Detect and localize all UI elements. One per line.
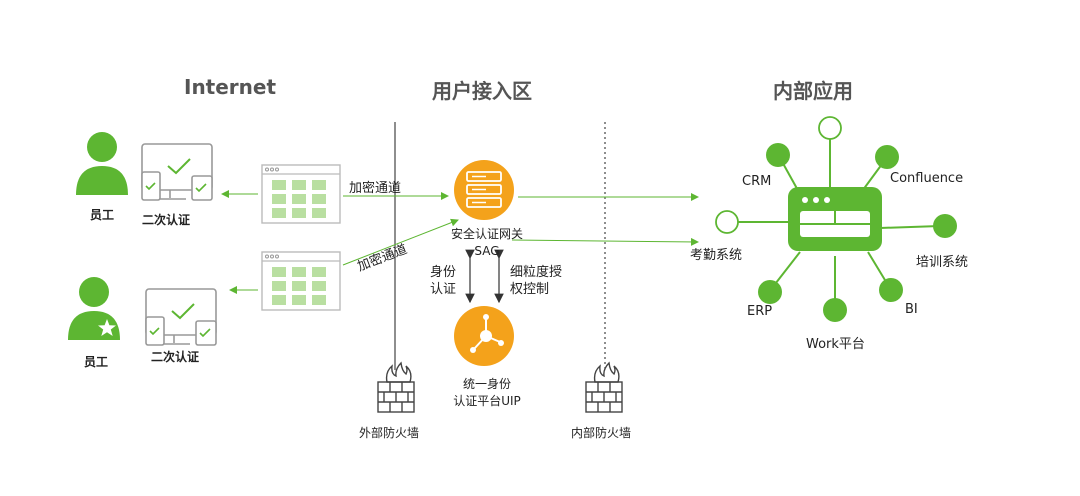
app-label-erp: ERP — [747, 304, 773, 319]
browser-window-icon — [261, 251, 341, 311]
devices-icon — [145, 288, 217, 346]
fine-grained-auth-label: 细粒度授 权控制 — [510, 264, 562, 298]
app-node-training — [933, 214, 957, 238]
encrypted-channel-2 — [342, 218, 459, 266]
app-node-erp — [758, 280, 782, 304]
app-node-confluence — [875, 145, 899, 169]
app-server-icon — [788, 187, 882, 251]
app-node-top — [818, 116, 842, 140]
app-node-attendance — [715, 210, 739, 234]
sag-code: SAG — [474, 244, 500, 258]
internal-apps-heading: 内部应用 — [773, 79, 853, 103]
user-star-icon — [68, 277, 120, 340]
app-label-crm: CRM — [742, 174, 772, 189]
sag-label: 安全认证网关 SAG — [444, 226, 530, 260]
user-auth-label: 二次认证 — [142, 213, 191, 227]
encrypted-channel-label: 加密通道 — [349, 181, 402, 196]
identity-platform-icon — [454, 306, 514, 366]
inner-firewall-label: 内部防火墙 — [571, 426, 632, 440]
fine-grained-line2: 权控制 — [510, 282, 550, 297]
identity-auth-line1: 身份 — [430, 265, 457, 280]
app-label-bi: BI — [905, 302, 918, 317]
fine-grained-line1: 细粒度授 — [510, 265, 563, 280]
app-node-bi — [879, 278, 903, 302]
devices-icon — [141, 143, 213, 201]
firewall-icon — [585, 361, 623, 413]
firewall-icon — [377, 361, 415, 413]
user-icon — [76, 132, 128, 195]
identity-auth-line2: 认证 — [430, 282, 457, 297]
uip-line2: 认证平台UIP — [453, 394, 521, 408]
app-node-work — [823, 298, 847, 322]
outer-firewall-label: 外部防火墙 — [359, 426, 420, 440]
internet-heading: Internet — [184, 75, 277, 99]
user-role-label: 员工 — [90, 208, 115, 222]
browser-window-icon — [261, 164, 341, 224]
identity-auth-label: 身份 认证 — [430, 264, 456, 298]
app-label-attendance: 考勤系统 — [690, 248, 743, 263]
sag-name: 安全认证网关 — [450, 227, 523, 241]
app-label-training: 培训系统 — [916, 255, 969, 270]
user-role-label: 员工 — [84, 355, 109, 369]
user-auth-label: 二次认证 — [151, 350, 200, 364]
app-label-confluence: Confluence — [890, 171, 964, 186]
uip-label: 统一身份 认证平台UIP — [440, 376, 534, 410]
sag-to-apps-arrow-2 — [511, 237, 699, 246]
app-label-work: Work平台 — [806, 337, 865, 352]
gateway-server-icon — [454, 160, 514, 220]
access-zone-heading: 用户接入区 — [432, 79, 532, 103]
uip-line1: 统一身份 — [462, 377, 511, 391]
app-node-crm — [766, 143, 790, 167]
